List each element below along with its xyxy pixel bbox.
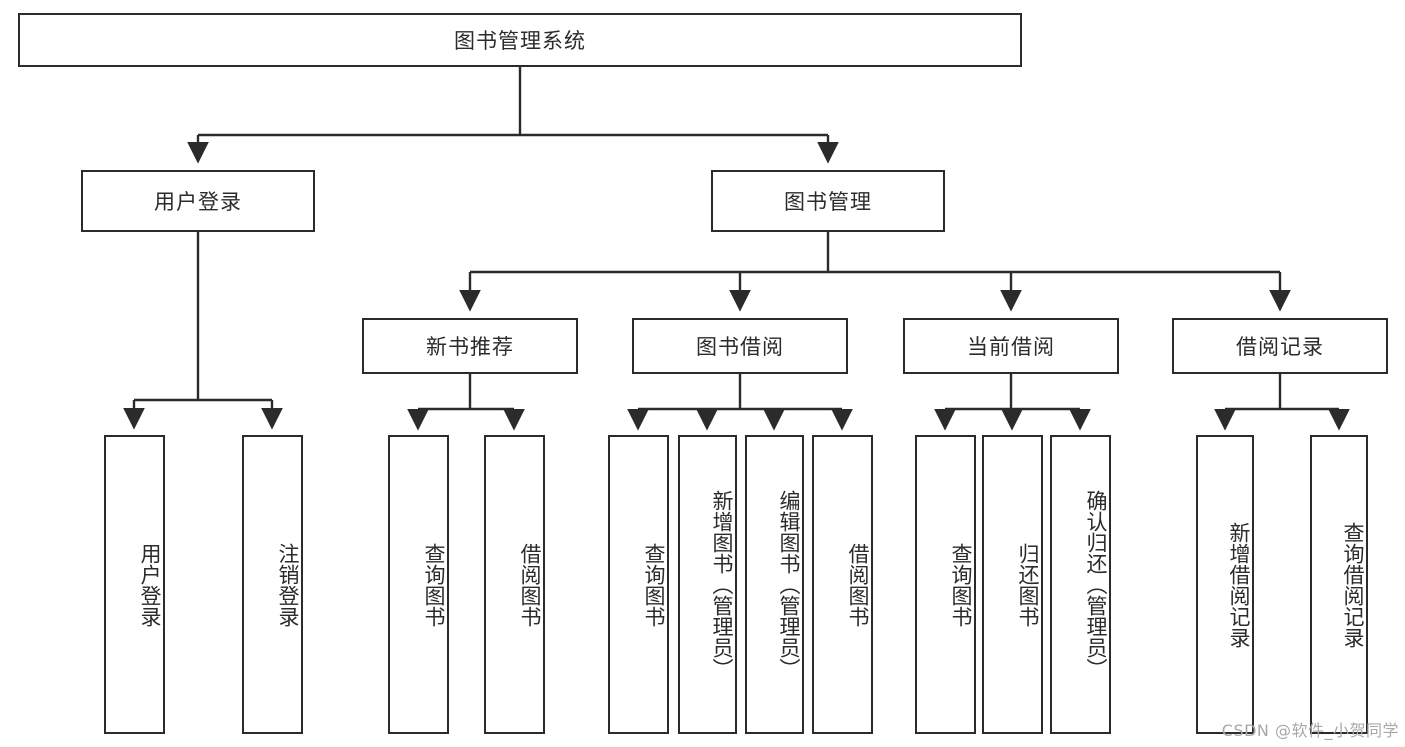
node-borrow-record[interactable]: 借阅记录 — [1172, 318, 1388, 374]
csdn-watermark: CSDN @软件_小贺同学 — [1221, 721, 1399, 740]
leaf-query-book-current[interactable]: 查询图书 — [915, 435, 976, 734]
leaf-add-borrow-record[interactable]: 新增借阅记录 — [1196, 435, 1254, 734]
leaf-label: 查询图书 — [642, 542, 666, 627]
leaf-query-book-borrow[interactable]: 查询图书 — [608, 435, 669, 734]
node-label: 用户登录 — [154, 190, 242, 214]
leaf-edit-book-admin[interactable]: 编辑图书（管理员） — [745, 435, 804, 734]
node-book-borrow[interactable]: 图书借阅 — [632, 318, 848, 374]
node-current-borrow[interactable]: 当前借阅 — [903, 318, 1119, 374]
node-root[interactable]: 图书管理系统 — [18, 13, 1022, 67]
leaf-borrow-book[interactable]: 借阅图书 — [812, 435, 873, 734]
leaf-label: 新增图书（管理员） — [710, 490, 734, 679]
node-user-login[interactable]: 用户登录 — [81, 170, 315, 232]
leaf-logout[interactable]: 注销登录 — [242, 435, 303, 734]
node-label: 当前借阅 — [967, 335, 1055, 359]
leaf-return-book[interactable]: 归还图书 — [982, 435, 1043, 734]
leaf-borrow-book-recommend[interactable]: 借阅图书 — [484, 435, 545, 734]
node-book-management[interactable]: 图书管理 — [711, 170, 945, 232]
leaf-add-book-admin[interactable]: 新增图书（管理员） — [678, 435, 737, 734]
leaf-user-login[interactable]: 用户登录 — [104, 435, 165, 734]
leaf-label: 借阅图书 — [846, 542, 870, 627]
leaf-label: 查询借阅记录 — [1341, 521, 1365, 648]
leaf-label: 查询图书 — [949, 542, 973, 627]
leaf-query-borrow-record[interactable]: 查询借阅记录 — [1310, 435, 1368, 734]
node-label: 图书借阅 — [696, 335, 784, 359]
leaf-label: 注销登录 — [276, 542, 300, 627]
leaf-label: 确认归还（管理员） — [1084, 490, 1108, 679]
leaf-confirm-return-admin[interactable]: 确认归还（管理员） — [1050, 435, 1111, 734]
leaf-label: 借阅图书 — [518, 542, 542, 627]
leaf-label: 查询图书 — [422, 542, 446, 627]
leaf-label: 归还图书 — [1016, 542, 1040, 627]
leaf-query-book-recommend[interactable]: 查询图书 — [388, 435, 449, 734]
leaf-label: 用户登录 — [138, 542, 162, 627]
node-label: 图书管理 — [784, 190, 872, 214]
leaf-label: 编辑图书（管理员） — [777, 490, 801, 679]
leaf-label: 新增借阅记录 — [1227, 521, 1251, 648]
node-root-label: 图书管理系统 — [454, 29, 586, 53]
node-label: 新书推荐 — [426, 335, 514, 359]
node-label: 借阅记录 — [1236, 335, 1324, 359]
node-new-book-recommend[interactable]: 新书推荐 — [362, 318, 578, 374]
